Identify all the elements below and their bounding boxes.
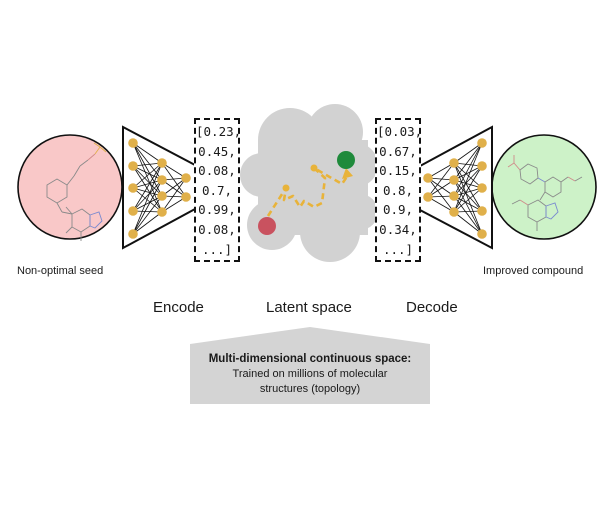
seed-circle (17, 134, 123, 240)
encoder-node (128, 229, 138, 239)
decoder-node (477, 229, 487, 239)
encoder-node (157, 158, 167, 168)
encoder-node (157, 207, 167, 217)
decoder-node (449, 191, 459, 201)
decoder-vector-value: 0.8, (382, 182, 414, 198)
encoder-node (181, 192, 191, 202)
callout-line-1: Trained on millions of molecular (232, 368, 388, 380)
decoder-node (477, 138, 487, 148)
encoder-vector-value: 0.99, (198, 202, 236, 218)
encoder-latent-vector: [0.23, 0.45, 0.08, 0.7, 0.99, 0.08, ...] (194, 118, 242, 262)
section-decode: Decode (406, 299, 458, 316)
start-point (258, 217, 276, 235)
seed-structure-icon (46, 142, 107, 241)
callout-title: Multi-dimensional continuous space: (208, 353, 412, 365)
decoder-vector-value: 0.15, (379, 163, 417, 179)
encoder-vector-value: [0.23, (196, 124, 242, 139)
decoder-node (449, 175, 459, 185)
seed-label: Non-optimal seed (17, 265, 104, 277)
encoder-node (157, 175, 167, 185)
decoder-node (477, 161, 487, 171)
latent-space-cloud (240, 104, 378, 262)
encoder-vector-value: ...] (201, 241, 233, 257)
decoder-node (423, 173, 433, 183)
callout-text: Multi-dimensional continuous space: Trai… (190, 352, 430, 397)
decoder-vector-value: ...] (382, 241, 414, 257)
callout-box (190, 327, 430, 404)
section-encode: Encode (153, 299, 204, 316)
decoder-vector-value: [0.03, (377, 124, 423, 139)
decoder-node (423, 192, 433, 202)
decoder-node (449, 158, 459, 168)
decoder-node (477, 206, 487, 216)
encoder-vector-value: 0.45, (198, 143, 236, 159)
path-line (266, 166, 350, 217)
encoder-connections (132, 142, 187, 235)
encoder-node (181, 173, 191, 183)
decoder-vector-value: 0.34, (379, 221, 417, 237)
path-arrowhead (342, 168, 353, 179)
decoder-vector-value: 0.9, (382, 202, 414, 218)
optimization-path (258, 151, 355, 235)
section-latent-space: Latent space (266, 299, 352, 316)
encoder-vector-value: 0.08, (198, 163, 236, 179)
encoder-nodes (128, 138, 191, 239)
improved-molecule (491, 134, 597, 240)
encoder-node (157, 191, 167, 201)
encoder-node (128, 206, 138, 216)
decoder-vector-value: 0.67, (379, 143, 417, 159)
decoder-node (449, 207, 459, 217)
improved-circle (491, 134, 597, 240)
latent-space-callout (190, 327, 430, 404)
improved-structure-icon (507, 155, 583, 231)
encoder-vector-value: 0.7, (201, 182, 233, 198)
decoder-node (477, 183, 487, 193)
end-point (337, 151, 355, 169)
seed-molecule (17, 134, 123, 241)
encoder-node (128, 183, 138, 193)
encoder-node (128, 138, 138, 148)
encoder-vector-value: 0.08, (198, 221, 236, 237)
encoder-network (122, 125, 196, 250)
callout-line-2: structures (topology) (259, 383, 361, 395)
encoder-node (128, 161, 138, 171)
decoder-nodes (423, 138, 487, 239)
decoder-connections (427, 142, 483, 235)
decoder-network (419, 125, 493, 250)
path-start-dot (282, 184, 290, 192)
path-mid-dot (310, 164, 318, 172)
decoder-latent-vector: [0.03, 0.67, 0.15, 0.8, 0.9, 0.34, ...] (375, 118, 423, 262)
improved-label: Improved compound (483, 265, 584, 277)
